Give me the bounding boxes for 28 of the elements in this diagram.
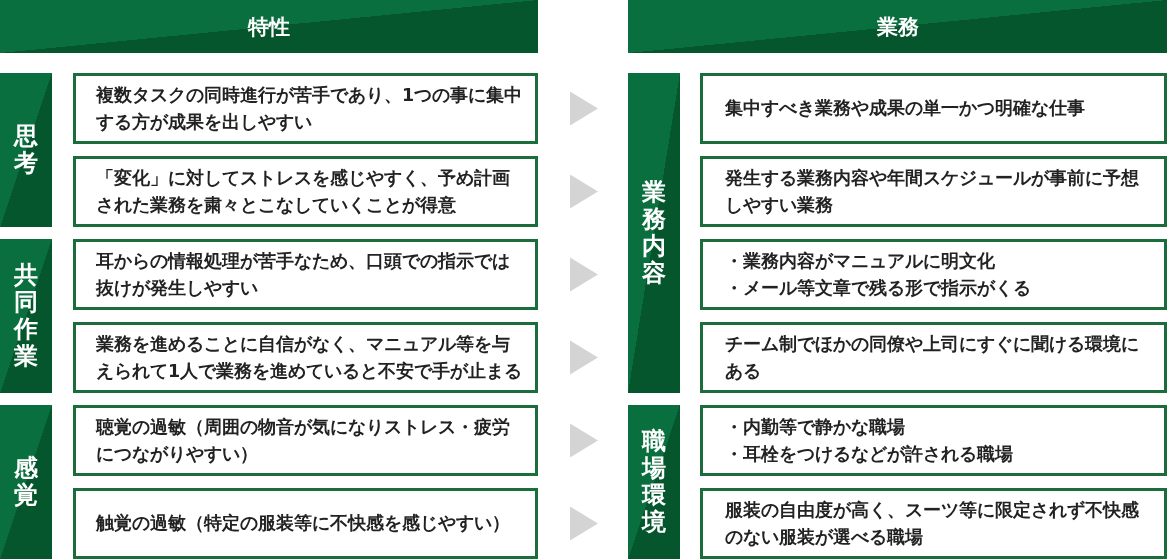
list-item: ・メール等文章で残る形で指示がくる — [725, 276, 1032, 300]
arrow — [570, 257, 598, 292]
list-item: ・内勤等で静かな職場 — [725, 416, 906, 440]
text-box: 服装の自由度が高く、スーツ等に限定されず不快感のない服装が選べる職場 — [700, 488, 1167, 559]
text-box: 業務を進めることに自信がなく、マニュアル等を与えられて1人で業務を進めていると不安で手が止まる — [73, 322, 538, 393]
list-item: ・業務内容がマニュアルに明文化 — [725, 250, 996, 274]
text-box — [700, 239, 1167, 310]
text-box: 聴覚の過敏（周囲の物音が気になりストレス・疲労につながりやすい） — [73, 405, 538, 476]
text-box: チーム制でほかの同僚や上司にすぐに聞ける環境にある — [700, 322, 1167, 393]
column-header: 特性 — [0, 0, 538, 53]
text-box: 発生する業務内容や年間スケジュールが事前に予想しやすい業務 — [700, 156, 1167, 227]
arrow — [570, 423, 598, 458]
arrow — [570, 506, 598, 541]
category-band: 業務内容 — [628, 73, 680, 393]
column-header: 業務 — [628, 0, 1167, 53]
arrow — [570, 174, 598, 209]
category-band: 思考 — [0, 73, 52, 227]
text-box: 複数タスクの同時進行が苦手であり、1つの事に集中する方が成果を出しやすい — [73, 73, 538, 144]
text-box: 「変化」に対してストレスを感じやすく、予め計画された業務を粛々とこなしていくことが得意 — [73, 156, 538, 227]
category-band: 感覚 — [0, 405, 52, 559]
text-box: 触覚の過敏（特定の服装等に不快感を感じやすい） — [73, 488, 538, 559]
category-band: 職場環境 — [628, 405, 680, 559]
text-box: 集中すべき業務や成果の単一かつ明確な仕事 — [700, 73, 1167, 144]
text-box: 耳からの情報処理が苦手なため、口頭での指示では抜けが発生しやすい — [73, 239, 538, 310]
text-box — [700, 405, 1167, 476]
list-item: ・耳栓をつけるなどが許される職場 — [725, 442, 1014, 466]
category-band: 共同作業 — [0, 239, 52, 393]
arrow — [570, 340, 598, 375]
